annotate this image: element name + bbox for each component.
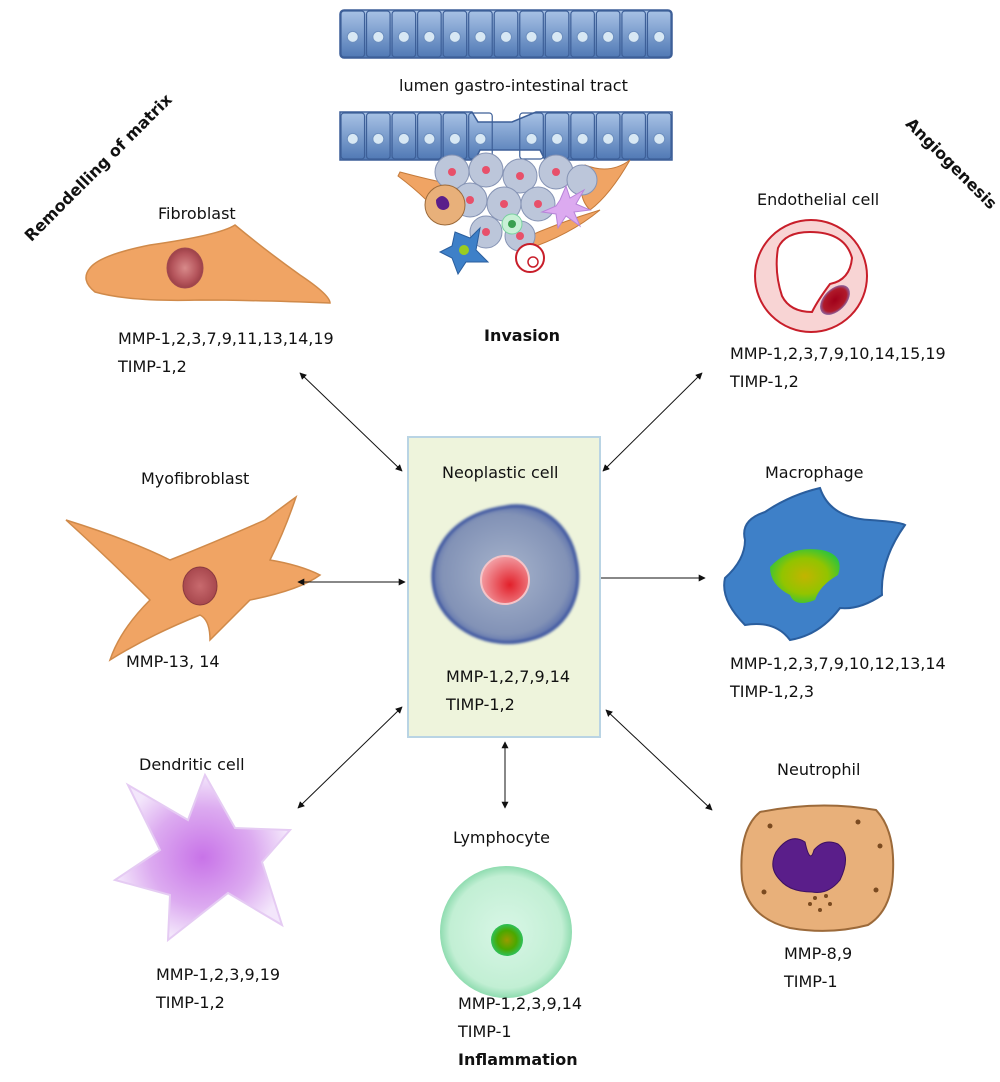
arrow-endothelial: [602, 372, 703, 472]
fibroblast-illustration: [85, 224, 331, 304]
interaction-arrows: [297, 372, 713, 811]
macrophage-illustration: [723, 486, 907, 642]
epithelial-nucleus: [448, 132, 461, 145]
epithelial-nucleus: [602, 30, 615, 43]
arrow-neutrophil: [605, 709, 713, 811]
macrophage-mmp: MMP-1,2,3,7,9,10,12,13,14: [730, 654, 946, 673]
epithelial-nucleus: [602, 132, 615, 145]
endothelial-cell-illustration: [754, 219, 868, 333]
fibroblast-name: Fibroblast: [158, 204, 236, 223]
neoplastic-cell-timp: TIMP-1,2: [446, 695, 515, 714]
epithelial-nucleus: [423, 132, 436, 145]
epithelial-cell: [621, 10, 647, 58]
neoplastic-cell-mmp: MMP-1,2,7,9,14: [446, 667, 571, 686]
macrophage-codes: MMP-1,2,3,7,9,10,12,13,14 TIMP-1,2,3: [730, 650, 946, 706]
epithelial-nucleus: [397, 30, 410, 43]
epithelial-nucleus: [576, 132, 589, 145]
fibroblast-codes: MMP-1,2,3,7,9,11,13,14,19 TIMP-1,2: [118, 325, 334, 381]
endothelial-cell-codes: MMP-1,2,3,7,9,10,14,15,19 TIMP-1,2: [730, 340, 946, 396]
endothelial-cell-name: Endothelial cell: [757, 190, 880, 209]
epithelial-cell: [391, 112, 417, 160]
neoplastic-cell-name: Neoplastic cell: [442, 463, 559, 482]
epithelial-nucleus: [576, 30, 589, 43]
myofibroblast-name: Myofibroblast: [141, 469, 250, 488]
epithelial-nucleus: [653, 132, 666, 145]
epithelial-cell: [646, 112, 672, 160]
lumen-label: lumen gastro-intestinal tract: [399, 76, 628, 95]
epithelial-nucleus: [346, 132, 359, 145]
epithelial-nucleus: [525, 30, 538, 43]
epithelial-nucleus: [448, 30, 461, 43]
myofibroblast-illustration: [65, 495, 322, 662]
myofibroblast-mmp: MMP-13, 14: [126, 652, 220, 671]
epithelial-nucleus: [423, 30, 436, 43]
endothelial-cell-timp: TIMP-1,2: [730, 372, 799, 391]
lymphocyte-mmp: MMP-1,2,3,9,14: [458, 994, 583, 1013]
fibroblast-timp: TIMP-1,2: [118, 357, 187, 376]
arrow-fibroblast: [299, 372, 403, 472]
epithelial-nucleus: [397, 132, 410, 145]
epithelial-nucleus: [653, 30, 666, 43]
epithelial-cell: [417, 112, 442, 160]
epithelial-nucleus: [525, 132, 538, 145]
epithelial-nucleus: [372, 132, 385, 145]
neutrophil-codes: MMP-8,9 TIMP-1: [784, 940, 852, 996]
macrophage-name: Macrophage: [765, 463, 864, 482]
epithelial-nucleus: [500, 30, 512, 43]
dendritic-cell-name: Dendritic cell: [139, 755, 245, 774]
epithelial-nucleus: [474, 132, 487, 145]
neoplastic-cell-codes: MMP-1,2,7,9,14 TIMP-1,2: [446, 663, 570, 719]
epithelial-cell: [391, 10, 417, 58]
epithelial-cell: [340, 10, 366, 58]
dendritic-cell-mmp: MMP-1,2,3,9,19: [156, 965, 281, 984]
epithelial-cell: [570, 112, 595, 160]
epithelial-nucleus: [627, 132, 640, 145]
fibroblast-mmp: MMP-1,2,3,7,9,11,13,14,19: [118, 329, 334, 348]
myofibroblast-codes: MMP-13, 14: [126, 648, 220, 676]
inflammation-label: Inflammation: [458, 1050, 578, 1069]
neutrophil-illustration: [740, 804, 895, 932]
epithelial-cell: [519, 112, 544, 160]
epithelial-cell: [493, 10, 519, 58]
epithelial-cell: [340, 112, 366, 160]
lymphocyte-illustration: [440, 866, 572, 998]
epithelial-nucleus: [551, 132, 564, 145]
lumen-epithelium-top: [339, 9, 673, 59]
neutrophil-timp: TIMP-1: [784, 972, 838, 991]
epithelial-cell: [595, 112, 621, 160]
epithelial-nucleus: [627, 30, 640, 43]
epithelial-cell: [365, 112, 391, 160]
endothelial-cell-mmp: MMP-1,2,3,7,9,10,14,15,19: [730, 344, 946, 363]
lymphocyte-timp: TIMP-1: [458, 1022, 512, 1041]
neutrophil-name: Neutrophil: [777, 760, 861, 779]
invasion-label: Invasion: [484, 326, 560, 345]
epithelial-cell: [519, 10, 544, 58]
neutrophil-mmp: MMP-8,9: [784, 944, 853, 963]
dendritic-cell-timp: TIMP-1,2: [156, 993, 225, 1012]
arrow-dendritic: [297, 706, 403, 809]
dendritic-cell-codes: MMP-1,2,3,9,19 TIMP-1,2: [156, 961, 280, 1017]
epithelial-cell: [442, 10, 468, 58]
epithelial-cell: [570, 10, 595, 58]
dendritic-cell-illustration: [112, 772, 293, 943]
epithelial-cell: [595, 10, 621, 58]
epithelial-nucleus: [372, 30, 385, 43]
epithelial-cell: [417, 10, 442, 58]
epithelial-nucleus: [346, 30, 359, 43]
macrophage-timp: TIMP-1,2,3: [730, 682, 815, 701]
epithelial-cell: [365, 10, 391, 58]
epithelial-nucleus: [551, 30, 564, 43]
epithelial-cell: [646, 10, 672, 58]
epithelial-cell: [468, 10, 493, 58]
epithelial-nucleus: [474, 30, 487, 43]
lymphocyte-name: Lymphocyte: [453, 828, 550, 847]
epithelial-cell: [544, 10, 570, 58]
epithelial-cell: [621, 112, 647, 160]
lymphocyte-codes: MMP-1,2,3,9,14 TIMP-1: [458, 990, 582, 1046]
invasion-illustration: [339, 111, 673, 276]
